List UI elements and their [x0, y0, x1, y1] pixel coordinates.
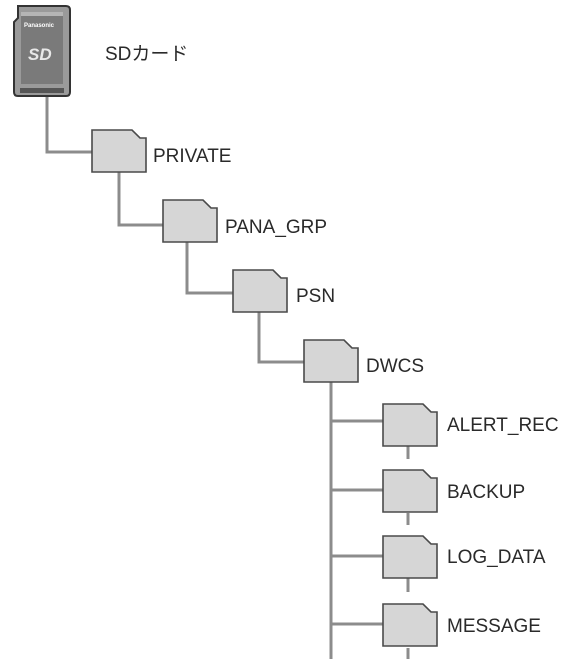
connector-private-panagrp	[117, 172, 163, 227]
sd-card-icon: Panasonic SD	[13, 5, 71, 97]
folder-icon	[232, 269, 288, 313]
connector-panagrp-psn	[185, 240, 233, 295]
sd-card-logo-text: Panasonic	[24, 23, 55, 29]
folder-label-private: PRIVATE	[153, 146, 231, 167]
sd-card-logo-mark: SD	[28, 45, 52, 64]
folder-label-psn: PSN	[296, 286, 335, 307]
folder-label-log-data: LOG_DATA	[447, 547, 546, 568]
folder-icon	[91, 129, 147, 173]
folder-icon	[382, 603, 438, 647]
folder-label-message: MESSAGE	[447, 616, 541, 637]
connector-sd-private	[45, 96, 92, 154]
connector-lines	[45, 96, 410, 659]
folder-icon	[382, 403, 438, 447]
folder-icon	[382, 535, 438, 579]
folder-label-backup: BACKUP	[447, 482, 525, 503]
folder-label-pana-grp: PANA_GRP	[225, 217, 327, 238]
folder-icon	[303, 339, 359, 383]
folder-icon	[382, 469, 438, 513]
connector-psn-dwcs	[257, 310, 304, 364]
folder-label-alert-rec: ALERT_REC	[447, 415, 559, 436]
sd-card-label: SDカード	[105, 44, 188, 65]
folder-label-dwcs: DWCS	[366, 356, 424, 377]
folder-icon	[162, 199, 218, 243]
